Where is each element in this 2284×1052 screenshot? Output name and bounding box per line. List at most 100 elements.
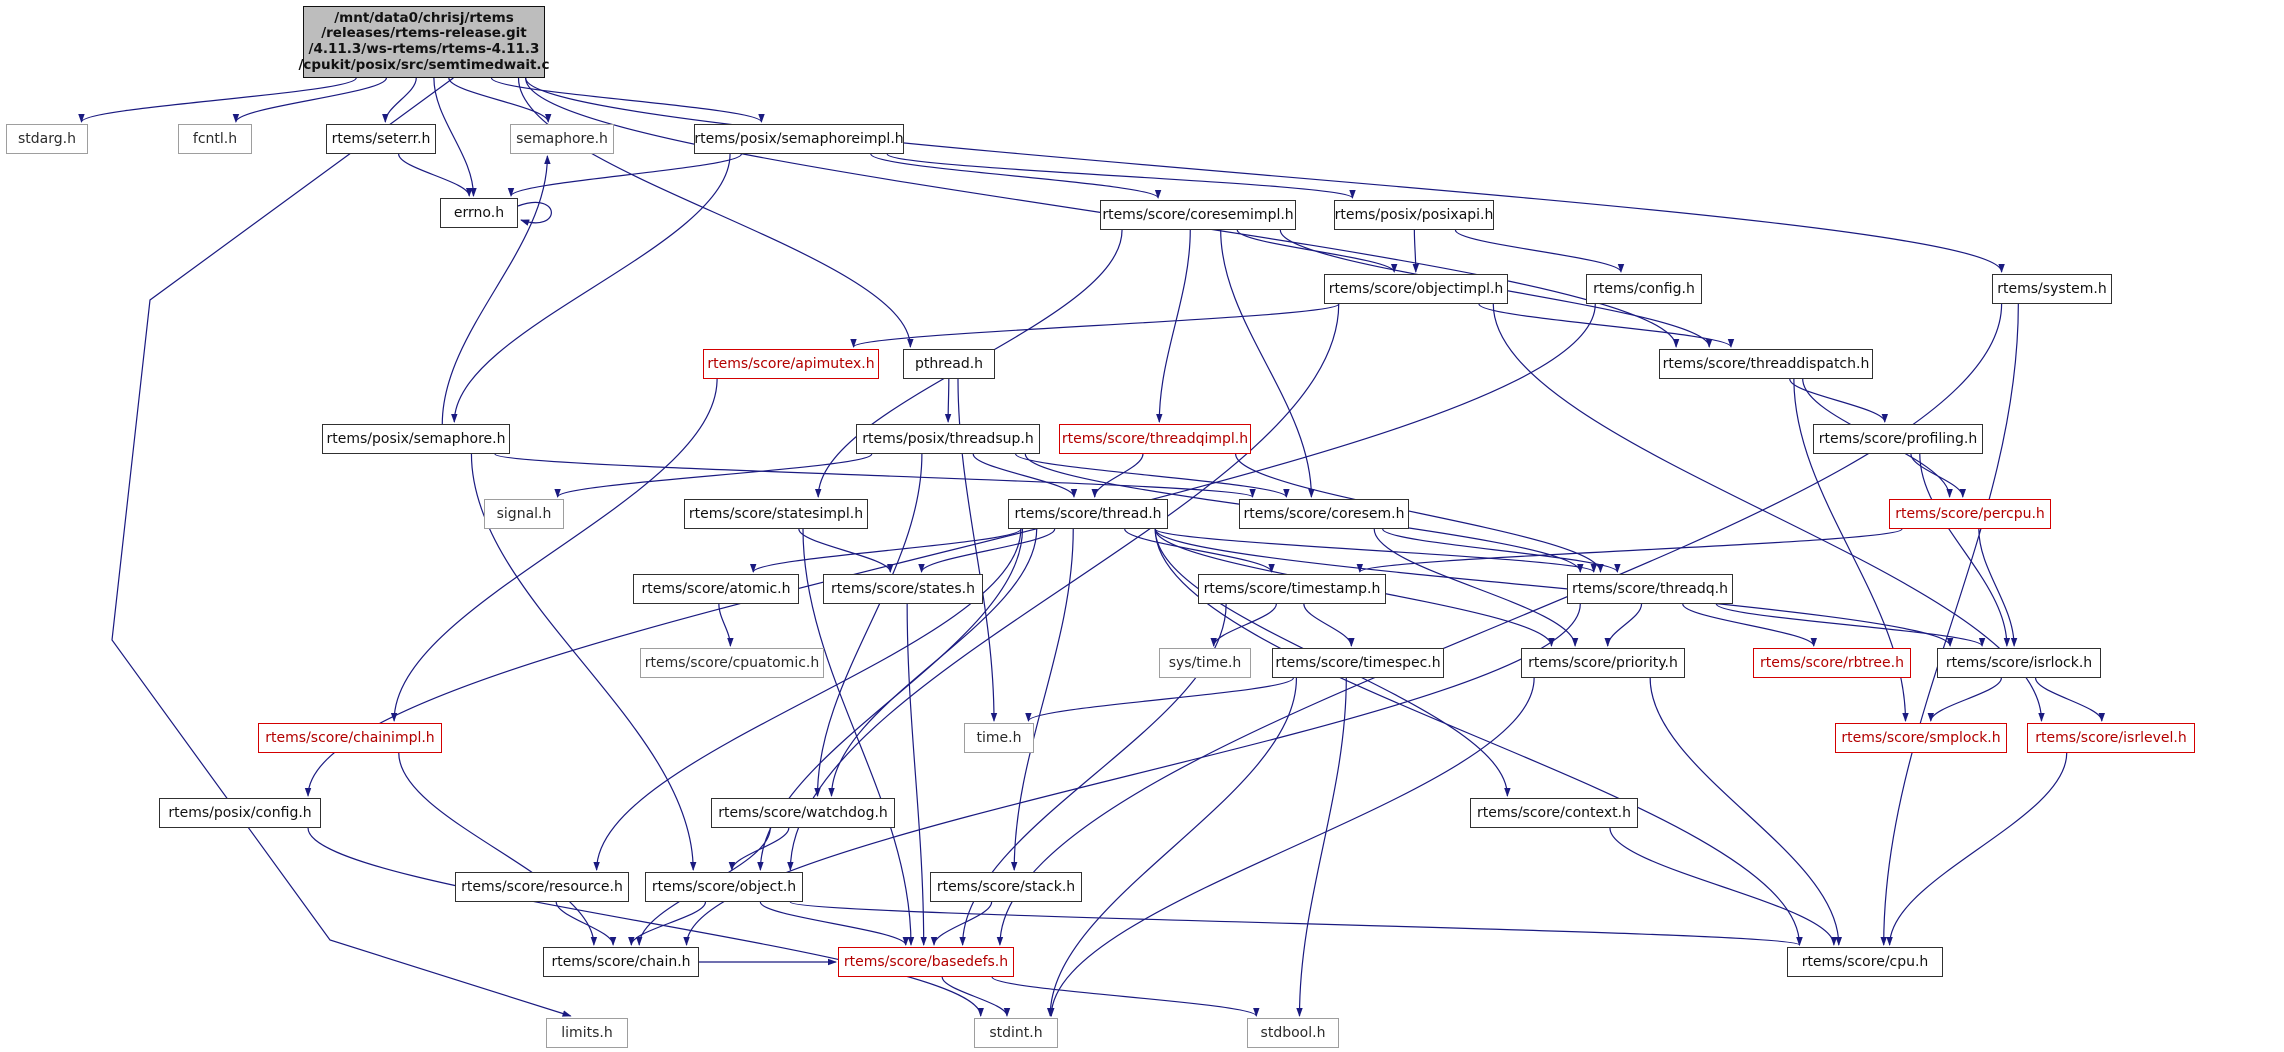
edge-thread-cpu [1154, 528, 1803, 946]
node-stdbool[interactable]: stdbool.h [1247, 1018, 1339, 1048]
edge-timespec-stdbool [1296, 677, 1347, 1017]
edge-errno-errno [517, 201, 552, 226]
node-isrlock[interactable]: rtems/score/isrlock.h [1937, 648, 2101, 678]
edge-thread-isrlock [1154, 528, 1954, 647]
edge-object-cpu [789, 901, 1803, 946]
edge-src-stdarg [78, 77, 357, 123]
node-pthread[interactable]: pthread.h [903, 349, 995, 379]
edge-threaddispatch-profiling [1789, 378, 1889, 423]
edge-pthread-threadsup [944, 378, 952, 423]
node-stdint[interactable]: stdint.h [974, 1018, 1058, 1048]
edge-src-semaphore [448, 77, 552, 123]
node-systime[interactable]: sys/time.h [1159, 648, 1251, 678]
node-states[interactable]: rtems/score/states.h [823, 574, 983, 604]
edge-thread-timestamp [1124, 528, 1275, 573]
node-thread[interactable]: rtems/score/thread.h [1008, 499, 1168, 529]
edge-thread-threadq [1154, 528, 1597, 573]
node-timestamp[interactable]: rtems/score/timestamp.h [1198, 574, 1386, 604]
edge-system-cpu [1880, 303, 2019, 946]
node-psemaphore[interactable]: rtems/posix/semaphore.h [322, 424, 510, 454]
node-signal[interactable]: signal.h [484, 499, 564, 529]
edge-basedefs-stdint [941, 976, 1011, 1017]
edge-timespec-stdint [1046, 677, 1298, 1017]
node-stdarg[interactable]: stdarg.h [6, 124, 88, 154]
edge-psemaphore-coresem [494, 453, 1256, 498]
edge-states-basedefs [906, 603, 927, 946]
node-timespec[interactable]: rtems/score/timespec.h [1272, 648, 1444, 678]
edge-system-basedefs [996, 303, 2003, 946]
edge-isrlevel-cpu [1886, 752, 2068, 946]
node-priority[interactable]: rtems/score/priority.h [1521, 648, 1685, 678]
node-watchdog[interactable]: rtems/score/watchdog.h [711, 798, 895, 828]
edge-isrlock-smplock [1927, 677, 2002, 722]
edge-timespec-time [1025, 677, 1294, 722]
node-apimutex[interactable]: rtems/score/apimutex.h [703, 349, 879, 379]
node-stack[interactable]: rtems/score/stack.h [930, 872, 1082, 902]
node-threadsup[interactable]: rtems/posix/threadsup.h [856, 424, 1040, 454]
node-resource[interactable]: rtems/score/resource.h [455, 872, 629, 902]
edge-pconfig-stdint [307, 827, 984, 1017]
node-chain[interactable]: rtems/score/chain.h [543, 947, 699, 977]
edge-threadsup-signal [554, 453, 873, 498]
node-system[interactable]: rtems/system.h [1992, 274, 2112, 304]
edge-objectimpl-apimutex [850, 303, 1340, 348]
edge-threadqimpl-thread [1091, 453, 1144, 498]
node-pconfig[interactable]: rtems/posix/config.h [159, 798, 321, 828]
edge-coresem-threadq [1382, 528, 1621, 573]
edge-coresem-priority [1373, 528, 1579, 647]
node-threadq[interactable]: rtems/score/threadq.h [1567, 574, 1733, 604]
edge-isrlock-isrlevel [2034, 677, 2106, 722]
edge-percpu-isrlock [1978, 528, 2018, 647]
node-coresem[interactable]: rtems/score/coresem.h [1239, 499, 1409, 529]
node-fcntl[interactable]: fcntl.h [178, 124, 252, 154]
node-limits[interactable]: limits.h [546, 1018, 628, 1048]
edge-apimutex-chainimpl [390, 378, 718, 722]
edge-posixapi-config [1454, 229, 1625, 273]
node-objectimpl[interactable]: rtems/score/objectimpl.h [1324, 274, 1508, 304]
edge-thread-atomic [750, 528, 1022, 573]
node-cpu[interactable]: rtems/score/cpu.h [1787, 947, 1943, 977]
edge-threadsup-watchdog [814, 453, 923, 797]
node-seterr[interactable]: rtems/seterr.h [326, 124, 436, 154]
node-rbtree[interactable]: rtems/score/rbtree.h [1753, 648, 1911, 678]
edge-priority-stdint [1048, 677, 1535, 1017]
node-semaphore[interactable]: semaphore.h [510, 124, 614, 154]
node-config[interactable]: rtems/config.h [1586, 274, 1702, 304]
node-cpuatomic[interactable]: rtems/score/cpuatomic.h [640, 648, 824, 678]
node-object[interactable]: rtems/score/object.h [645, 872, 803, 902]
edge-priority-cpu [1649, 677, 1843, 946]
node-profiling[interactable]: rtems/score/profiling.h [1813, 424, 1983, 454]
edge-thread-resource [593, 528, 1022, 871]
node-threadqimpl[interactable]: rtems/score/threadqimpl.h [1059, 424, 1251, 454]
edge-psemaphore-semaphore [441, 155, 551, 425]
edge-semimpl-psemaphore [451, 153, 731, 423]
edge-objectimpl-threaddispatch [1478, 303, 1735, 348]
node-errno[interactable]: errno.h [440, 198, 518, 228]
edge-statesimpl-basedefs [802, 528, 915, 946]
node-smplock[interactable]: rtems/score/smplock.h [1835, 723, 2007, 753]
node-basedefs[interactable]: rtems/score/basedefs.h [838, 947, 1014, 977]
edge-semimpl-errno [507, 153, 742, 197]
edge-thread-states [918, 528, 1056, 573]
edge-object-chain [628, 901, 707, 946]
edge-src-system [525, 77, 2005, 273]
node-posixapi[interactable]: rtems/posix/posixapi.h [1334, 200, 1494, 230]
edge-basedefs-stdbool [991, 976, 1260, 1017]
edge-threadq-rbtree [1682, 603, 1817, 647]
edge-thread-watchdog [828, 528, 1038, 797]
node-semimpl[interactable]: rtems/posix/semaphoreimpl.h [694, 124, 904, 154]
node-threaddispatch[interactable]: rtems/score/threaddispatch.h [1659, 349, 1873, 379]
node-percpu[interactable]: rtems/score/percpu.h [1889, 499, 2051, 529]
node-statesimpl[interactable]: rtems/score/statesimpl.h [684, 499, 868, 529]
node-context[interactable]: rtems/score/context.h [1470, 798, 1638, 828]
node-coresemimpl[interactable]: rtems/score/coresemimpl.h [1100, 200, 1296, 230]
edge-threadq-priority [1604, 603, 1643, 647]
node-atomic[interactable]: rtems/score/atomic.h [633, 574, 799, 604]
node-chainimpl[interactable]: rtems/score/chainimpl.h [258, 723, 442, 753]
node-isrlevel[interactable]: rtems/score/isrlevel.h [2027, 723, 2195, 753]
node-src: /mnt/data0/chrisj/rtems /releases/rtems-… [298, 6, 550, 78]
edge-src-semimpl [490, 77, 765, 123]
node-time[interactable]: time.h [964, 723, 1034, 753]
edge-psemaphore-object [470, 453, 697, 871]
